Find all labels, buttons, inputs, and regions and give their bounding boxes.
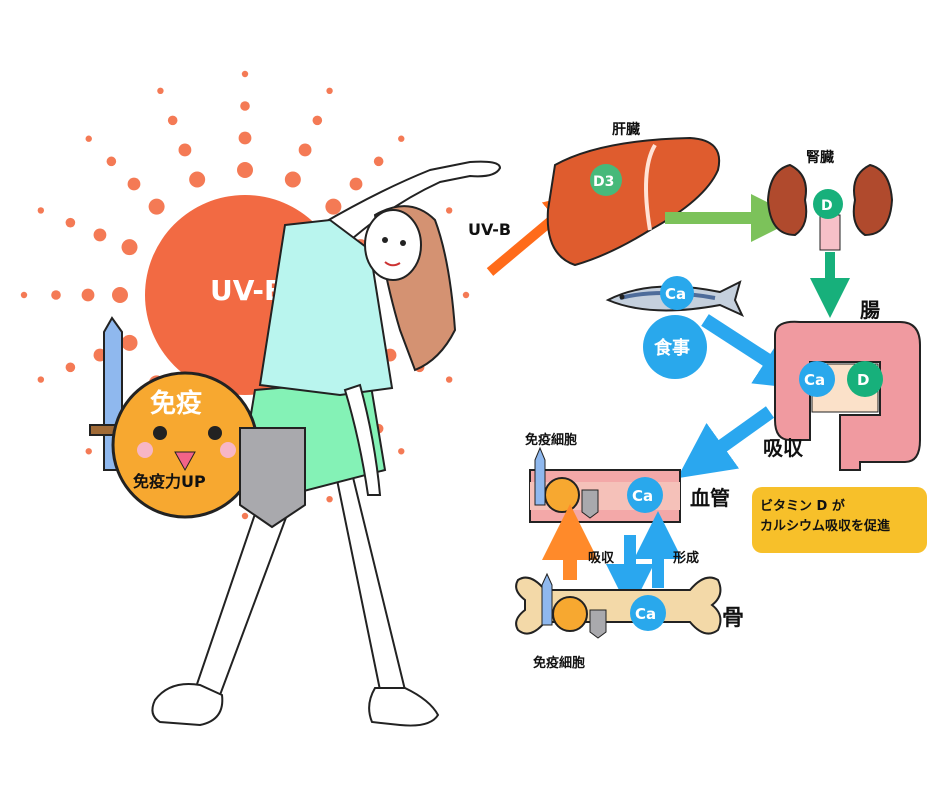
kidney-d-badge	[813, 189, 843, 219]
sun-ray-dot	[398, 448, 405, 455]
sun-ray-dot	[462, 291, 470, 299]
sun-ray-dot	[373, 156, 384, 167]
sun-ray-dot	[121, 334, 138, 351]
sun-ray-dot	[445, 376, 453, 383]
fish-ca-badge	[660, 276, 694, 310]
liver-organ	[546, 136, 721, 267]
sun-ray-dot	[241, 70, 249, 78]
sun-ray-dot	[284, 171, 301, 188]
vessel-sword-icon	[534, 446, 546, 506]
sun-ray-dot	[85, 448, 92, 455]
note-line-2: カルシウム吸収を促進	[760, 519, 891, 534]
sun-ray-dot	[93, 228, 107, 242]
sun-ray-dot	[238, 131, 252, 145]
bone-immune-cell	[552, 596, 588, 632]
flow-absorb-label: 吸収	[588, 551, 615, 566]
intestine-ca-text: Ca	[804, 371, 825, 389]
sun-ray-dot	[178, 143, 192, 157]
flow-form-label: 形成	[673, 550, 699, 566]
bone-sword-icon	[541, 572, 553, 626]
sun-ray-dot	[398, 135, 405, 142]
intestine-ca-badge	[799, 361, 835, 397]
sun-ray-dot	[51, 290, 61, 300]
bone-label: 骨	[722, 606, 744, 631]
sun-ray-dot	[65, 362, 76, 373]
vessel-immune-cell	[544, 477, 580, 513]
bone-ca-text: Ca	[635, 605, 656, 623]
vessel-ca-text: Ca	[632, 487, 653, 505]
sun-ray-dot	[241, 512, 249, 520]
intestine-label: 腸	[860, 298, 880, 322]
sun-ray-dot	[326, 87, 333, 95]
sun-ray-dot	[326, 495, 333, 503]
sun-ray-dot	[445, 207, 453, 214]
liver-d3-text: D3	[593, 174, 614, 190]
kidney-label: 腎臓	[806, 149, 834, 166]
intestine-d-badge	[847, 361, 883, 397]
vitamin-d-note: ビタミン D が カルシウム吸収を促進	[752, 487, 927, 553]
bone-ca-badge	[630, 595, 666, 631]
sun-ray-dot	[112, 287, 128, 303]
fish-ca-text: Ca	[665, 285, 686, 303]
vessel-immune-label: 免疫細胞	[525, 432, 577, 448]
vessel-shield-icon	[581, 489, 599, 519]
sun-ray-dot	[237, 162, 253, 178]
note-line-1: ビタミン D が	[760, 499, 845, 514]
sun-ray-dot	[81, 288, 95, 302]
immune-title: 免疫	[150, 388, 202, 419]
sun-ray-dot	[298, 143, 312, 157]
bone-shield-icon	[589, 609, 607, 639]
immune-mascot	[111, 371, 259, 519]
sun-ray-dot	[312, 115, 323, 126]
shield-icon	[239, 427, 306, 529]
sun-ray-dot	[121, 239, 138, 256]
sun-ray-dot	[127, 177, 141, 191]
liver-label: 肝臓	[612, 121, 640, 138]
vessel-label: 血管	[690, 486, 730, 510]
sun-ray-dot	[148, 198, 165, 215]
sun-ray-dot	[65, 217, 76, 228]
liver-d3-badge	[590, 164, 622, 196]
sun-ray-dot	[37, 376, 45, 383]
sun-ray-dot	[85, 135, 92, 142]
sun-ray-dot	[167, 115, 178, 126]
sun-ray-dot	[157, 87, 164, 95]
sun-ray-dot	[189, 171, 206, 188]
absorption-label: 吸収	[763, 436, 804, 460]
sun-ray-dot	[106, 156, 117, 167]
vessel-ca-badge	[627, 477, 663, 513]
uvb-arrow-label: UV-B	[468, 220, 511, 239]
immune-subtitle: 免疫力UP	[133, 472, 206, 491]
sun-ray-dot	[240, 101, 250, 111]
meal-circle	[643, 315, 707, 379]
absorption-arrow	[677, 406, 775, 479]
sun-ray-dot	[37, 207, 45, 214]
meal-label: 食事	[653, 337, 690, 359]
sun-ray-dot	[325, 198, 342, 215]
kidney-d-text: D	[821, 198, 833, 214]
intestine-d-text: D	[857, 371, 869, 389]
sun-ray-dot	[20, 291, 28, 299]
kidney-organ	[766, 163, 894, 251]
bone-immune-label: 免疫細胞	[533, 655, 585, 671]
sun-ray-dot	[349, 177, 363, 191]
